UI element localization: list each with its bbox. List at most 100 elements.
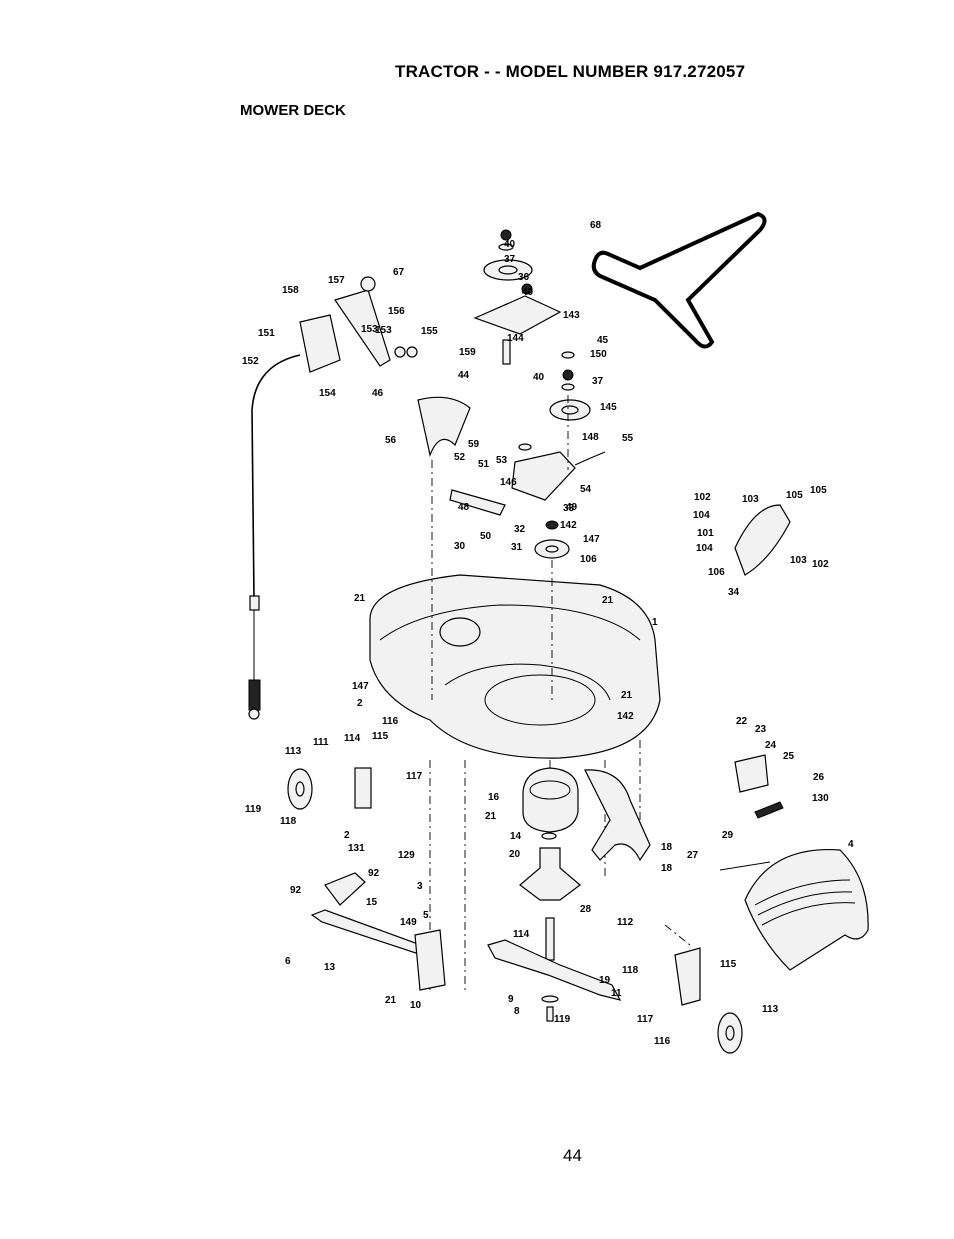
shaft-13 <box>545 917 555 961</box>
deck-spindle-opening <box>484 674 596 726</box>
part-number-label: 52 <box>454 452 466 463</box>
part-number-label: 21 <box>354 593 366 604</box>
part-number-label: 68 <box>590 220 602 231</box>
spring-25 <box>754 801 784 819</box>
part-number-label: 154 <box>319 388 336 399</box>
lever-bracket <box>299 314 341 373</box>
part-number-label: 3 <box>417 881 423 892</box>
part-number-label: 23 <box>755 724 767 735</box>
part-number-label: 15 <box>366 897 378 908</box>
part-number-label: 118 <box>622 965 639 976</box>
part-number-label: 40 <box>533 372 545 383</box>
part-number-label: 40 <box>522 287 534 298</box>
part-number-label: 159 <box>459 347 476 358</box>
part-number-label: 151 <box>258 328 275 339</box>
gauge-wheel-117-right-hub <box>725 1025 735 1041</box>
part-number-label: 150 <box>590 349 607 360</box>
chute-bracket-22 <box>734 754 769 793</box>
part-number-label: 105 <box>810 485 827 496</box>
lever-washer <box>394 346 406 358</box>
part-number-label: 55 <box>622 433 634 444</box>
part-number-label: 37 <box>504 254 516 265</box>
deck-housing-34 <box>369 574 661 759</box>
part-number-label: 114 <box>513 929 530 940</box>
part-number-label: 117 <box>637 1014 654 1025</box>
part-number-label: 115 <box>720 959 737 970</box>
washer-56 <box>518 443 532 451</box>
rod-29 <box>719 861 771 871</box>
part-number-label: 144 <box>507 333 524 344</box>
part-number-label: 153 <box>361 324 378 335</box>
part-number-label: 131 <box>348 843 365 854</box>
part-number-label: 40 <box>504 239 516 250</box>
nut-40 <box>500 229 512 241</box>
part-number-label: 143 <box>563 310 580 321</box>
part-number-label: 25 <box>783 751 795 762</box>
part-number-label: 114 <box>344 733 361 744</box>
washer-37 <box>498 243 514 251</box>
part-number-label: 115 <box>372 731 389 742</box>
part-number-label: 56 <box>385 435 397 446</box>
part-number-label: 102 <box>812 559 829 570</box>
part-number-label: 155 <box>421 326 438 337</box>
gauge-wheel-117-left-hub <box>295 781 305 797</box>
idler-pulley-36-hub <box>498 265 518 275</box>
part-number-label: 36 <box>518 272 530 283</box>
part-number-label: 118 <box>280 816 297 827</box>
part-number-label: 29 <box>722 830 734 841</box>
part-number-label: 21 <box>602 595 614 606</box>
part-number-label: 103 <box>742 494 759 505</box>
part-number-label: 157 <box>328 275 345 286</box>
wheel-bracket-111 <box>354 767 372 809</box>
lever-arm <box>334 289 391 367</box>
part-number-label: 27 <box>687 850 699 861</box>
washer-37-lower <box>561 383 575 391</box>
part-number-label: 92 <box>368 868 380 879</box>
part-number-label: 34 <box>728 587 740 598</box>
section-title: MOWER DECK <box>240 102 346 119</box>
page-number: 44 <box>563 1146 582 1165</box>
part-number-label: 22 <box>736 716 748 727</box>
part-number-label: 111 <box>313 737 329 748</box>
cable-fitting <box>249 595 260 611</box>
part-number-label: 59 <box>468 439 480 450</box>
part-number-label: 67 <box>393 267 405 278</box>
pulley-31-hub <box>545 545 559 553</box>
part-number-label: 116 <box>654 1036 671 1047</box>
part-number-label: 51 <box>478 459 490 470</box>
chute-ribs <box>754 879 856 926</box>
nut-40-lower <box>562 369 574 381</box>
bracket-3 <box>324 872 366 906</box>
part-number-label: 54 <box>580 484 592 495</box>
part-number-label: 49 <box>566 502 578 513</box>
part-number-label: 53 <box>496 455 508 466</box>
part-number-label: 45 <box>597 335 609 346</box>
part-number-label: 19 <box>599 975 611 986</box>
idler-arm-55 <box>511 451 576 501</box>
link-53 <box>449 489 506 516</box>
part-number-label: 117 <box>406 771 423 782</box>
part-number-label: 104 <box>693 510 710 521</box>
bolt-159 <box>502 339 511 365</box>
part-number-label: 24 <box>765 740 777 751</box>
deck-baffle <box>444 663 611 701</box>
part-number-label: 152 <box>242 356 259 367</box>
part-number-label: 142 <box>560 520 577 531</box>
part-number-label: 119 <box>245 804 262 815</box>
deck-top-surface <box>379 604 641 641</box>
washer-10 <box>541 995 559 1003</box>
spacer-40 <box>521 283 533 295</box>
lever-nut <box>406 346 418 358</box>
part-number-label: 147 <box>583 534 600 545</box>
part-number-label: 46 <box>372 388 384 399</box>
part-number-label: 103 <box>790 555 807 566</box>
idler-pulley-145-hub <box>561 405 579 415</box>
washer-15 <box>541 832 557 840</box>
part-number-label: 148 <box>582 432 599 443</box>
part-number-label: 156 <box>388 306 405 317</box>
part-number-label: 21 <box>621 690 633 701</box>
spring-148 <box>574 451 606 466</box>
part-number-label: 37 <box>592 376 604 387</box>
